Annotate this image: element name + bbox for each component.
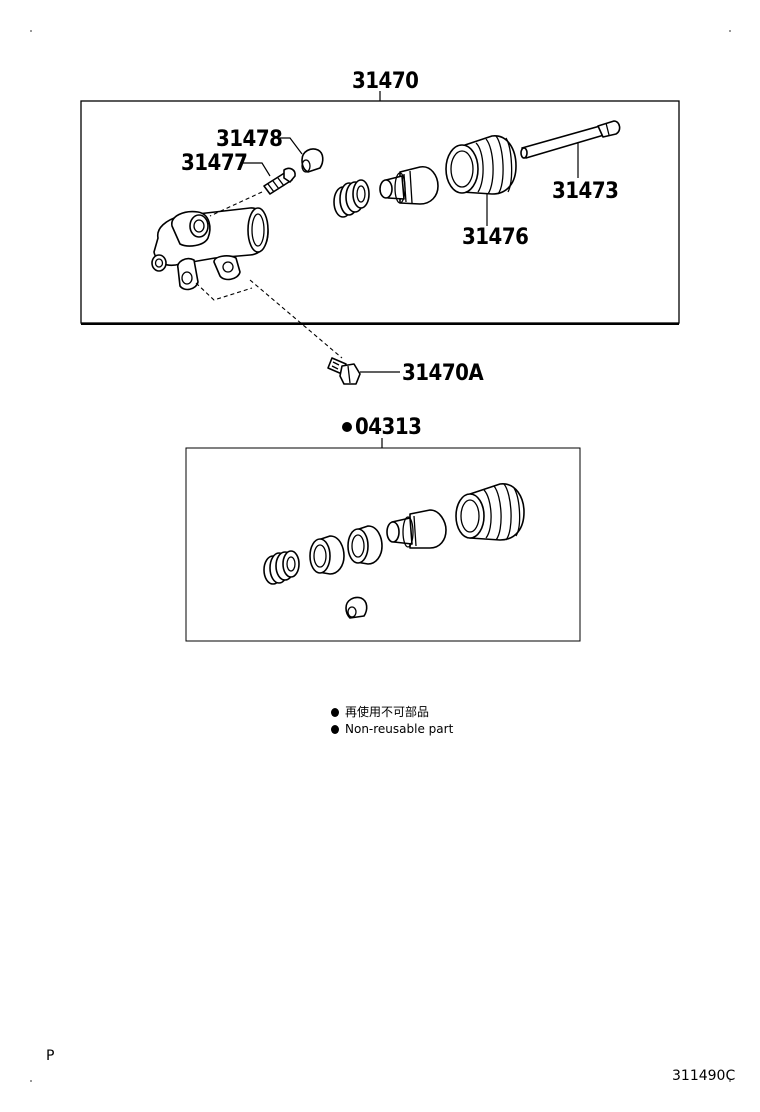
kit-piston <box>386 509 447 549</box>
registration-mark <box>30 1080 32 1082</box>
assembly-frame <box>80 100 680 325</box>
kit-boot <box>455 483 525 541</box>
legend-text-en: Non-reusable part <box>345 722 454 736</box>
bolt-dash-line <box>249 279 343 359</box>
figure-code: 311490C <box>672 1068 736 1084</box>
bleeder-dash-line <box>209 191 263 217</box>
registration-mark <box>30 30 32 32</box>
kit-part-number: 04313 <box>355 415 421 440</box>
piston <box>379 166 439 205</box>
push-rod <box>520 120 621 159</box>
cylinder-body <box>151 207 269 291</box>
legend-row-ja: 再使用不可部品 <box>331 704 453 721</box>
kit-cup-seal <box>309 535 345 575</box>
kit-spring <box>263 550 300 585</box>
mounting-bolt <box>327 357 361 385</box>
kit-frame <box>185 447 581 642</box>
rod-part-number: 31473 <box>552 179 618 204</box>
cap-leader <box>275 137 303 155</box>
legend-text-ja: 再使用不可部品 <box>345 705 430 719</box>
legend-dot-icon <box>331 708 339 717</box>
mount-dash-bracket <box>195 282 253 301</box>
boot <box>445 135 517 195</box>
bleeder-plug <box>263 167 296 195</box>
bolt-part-number: 31470A <box>402 361 484 386</box>
kit-bleeder-cap <box>345 596 368 619</box>
page-letter: P <box>46 1048 55 1064</box>
bleeder-part-number: 31477 <box>181 151 247 176</box>
legend-row-en: Non-reusable part <box>331 721 453 738</box>
bleeder-cap <box>301 148 324 173</box>
legend: 再使用不可部品 Non-reusable part <box>331 704 453 738</box>
cap-part-number: 31478 <box>216 127 282 152</box>
bleeder-leader <box>240 162 271 177</box>
boot-part-number: 31476 <box>462 225 528 250</box>
legend-dot-icon <box>331 725 339 734</box>
non-reusable-marker <box>342 422 352 432</box>
kit-piston-seal <box>347 525 383 565</box>
registration-mark <box>729 30 731 32</box>
piston-spring <box>333 179 370 218</box>
assembly-part-number: 31470 <box>352 69 418 94</box>
registration-mark <box>729 1080 731 1082</box>
